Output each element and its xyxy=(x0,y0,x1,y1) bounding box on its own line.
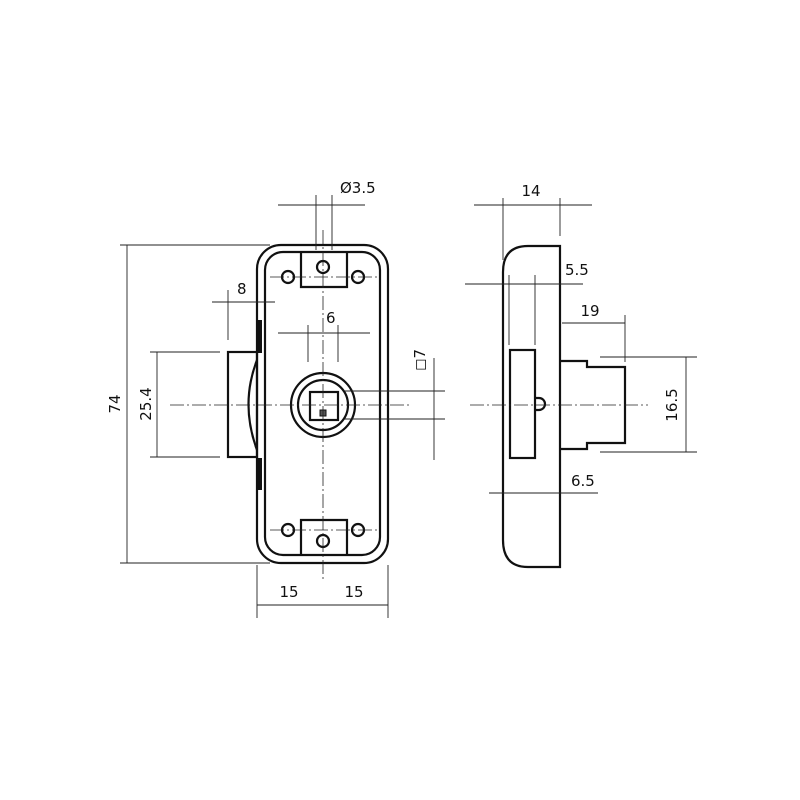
front-view xyxy=(170,230,410,580)
front-dimensions: 74 25.4 8 Ø3.5 6 ◻7 15 15 xyxy=(106,179,445,618)
key-square xyxy=(308,390,340,422)
bolt-guide-top xyxy=(257,320,262,353)
side-dimensions: 14 5.5 19 16.5 6.5 xyxy=(465,182,697,494)
dim-key-width-label: 6 xyxy=(326,309,336,327)
bolt-curve xyxy=(247,359,259,451)
front-plate-inner xyxy=(263,250,382,557)
dim-cylinder-diameter-label: 16.5 xyxy=(663,388,681,421)
side-view xyxy=(470,244,648,569)
side-pin xyxy=(535,396,547,412)
dim-bolt-offset-label: 8 xyxy=(237,280,247,298)
dim-half-width-right-label: 15 xyxy=(344,583,363,601)
bolt-guide-bottom xyxy=(257,458,262,490)
front-plate-outline xyxy=(255,243,390,565)
side-body xyxy=(501,244,562,569)
dim-hole-diameter-label: Ø3.5 xyxy=(340,179,376,197)
dim-bolt-height-label: 25.4 xyxy=(137,387,155,420)
bottom-notch xyxy=(299,518,349,555)
dim-slot-offset-label: 5.5 xyxy=(565,261,589,279)
dim-cylinder-length-label: 19 xyxy=(580,302,599,320)
cylinder-outer xyxy=(289,371,357,439)
dim-half-width-left-label: 15 xyxy=(279,583,298,601)
dim-slot-depth-label: 6.5 xyxy=(571,472,595,490)
dim-depth-label: 14 xyxy=(521,182,540,200)
dim-height-label: 74 xyxy=(106,394,124,413)
top-notch xyxy=(299,252,349,289)
side-slot xyxy=(508,348,537,460)
dim-key-square-label: ◻7 xyxy=(411,349,429,371)
bolt xyxy=(226,350,259,459)
